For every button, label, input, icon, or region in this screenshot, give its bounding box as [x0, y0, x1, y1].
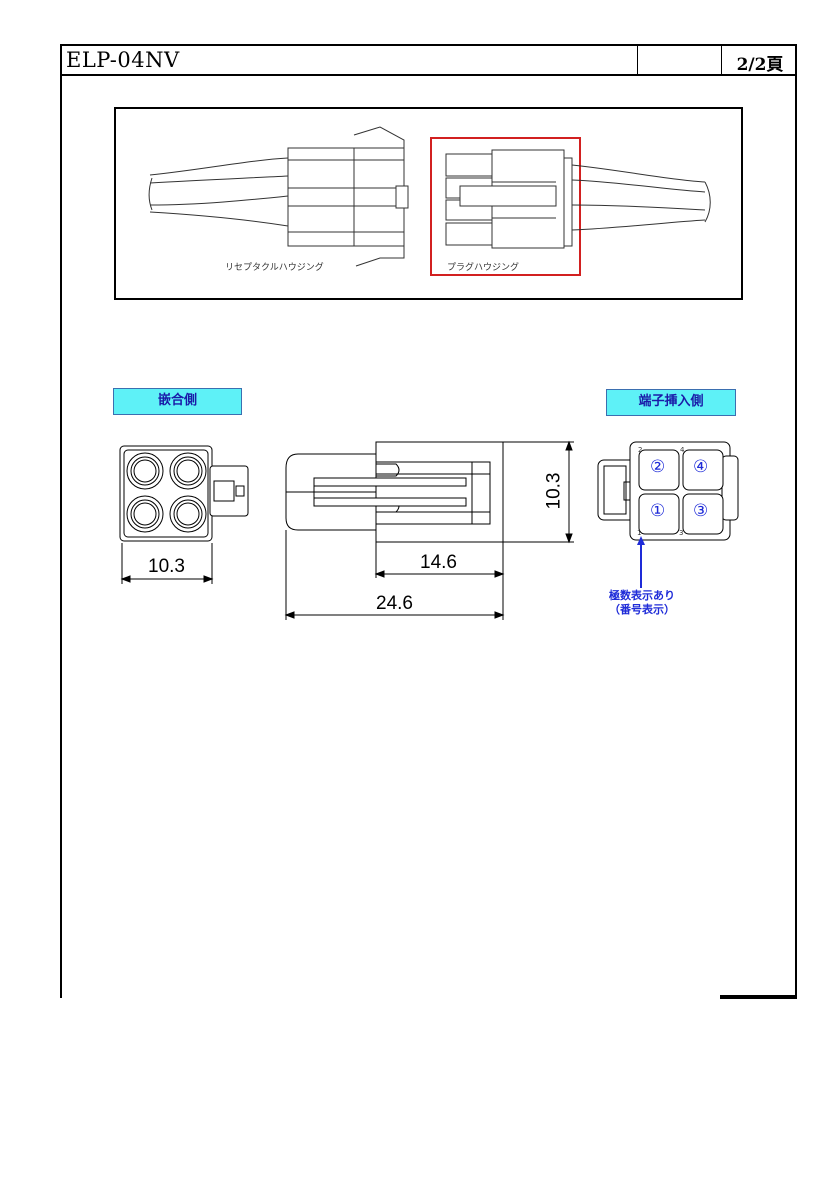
- mating-side-tag: 嵌合側: [113, 388, 242, 415]
- dimension-side-total: 24.6: [376, 593, 413, 614]
- plug-housing-label: プラグハウジング: [447, 263, 520, 273]
- connector-photo-frame: [114, 107, 743, 300]
- polarity-note: 極数表示あり （番号表示）: [590, 589, 694, 617]
- page-number: 2/2頁: [736, 55, 784, 75]
- terminal-side-drawing: [597, 441, 739, 541]
- pin-number-3: ③: [693, 501, 709, 521]
- small-pin-label: 2: [638, 446, 643, 454]
- frame-right-border: [795, 44, 797, 998]
- front-view-drawing: [119, 445, 249, 584]
- receptacle-housing-label: リセプタクルハウジング: [225, 263, 324, 273]
- polarity-arrow: [637, 536, 645, 588]
- side-view-drawing: [284, 440, 574, 620]
- pin-number-2: ②: [650, 457, 666, 477]
- terminal-side-tag: 端子挿入側: [606, 389, 736, 416]
- small-pin-label: 3: [679, 529, 684, 537]
- dimension-side-short: 14.6: [420, 552, 457, 573]
- small-pin-label: 4: [680, 446, 685, 454]
- polarity-note-line2: （番号表示）: [609, 603, 675, 616]
- receptacle-housing-illustration: [148, 126, 409, 267]
- plug-housing-illustration: [430, 137, 711, 276]
- pin-number-1: ①: [650, 501, 666, 521]
- frame-bottom-mark: [720, 995, 797, 999]
- plug-highlight-box: [430, 137, 581, 276]
- frame-left-border: [60, 44, 62, 998]
- dimension-side-height: 10.3: [543, 472, 565, 510]
- dimension-front-width: 10.3: [148, 556, 185, 577]
- small-pin-label: 1: [637, 529, 642, 537]
- polarity-note-line1: 極数表示あり: [609, 589, 675, 602]
- header-row: [60, 44, 797, 76]
- pin-number-4: ④: [693, 457, 709, 477]
- frame-top-border: [60, 44, 797, 46]
- header-divider: [721, 44, 722, 75]
- header-divider: [637, 44, 638, 75]
- model-number: ELP-04NV: [66, 48, 180, 72]
